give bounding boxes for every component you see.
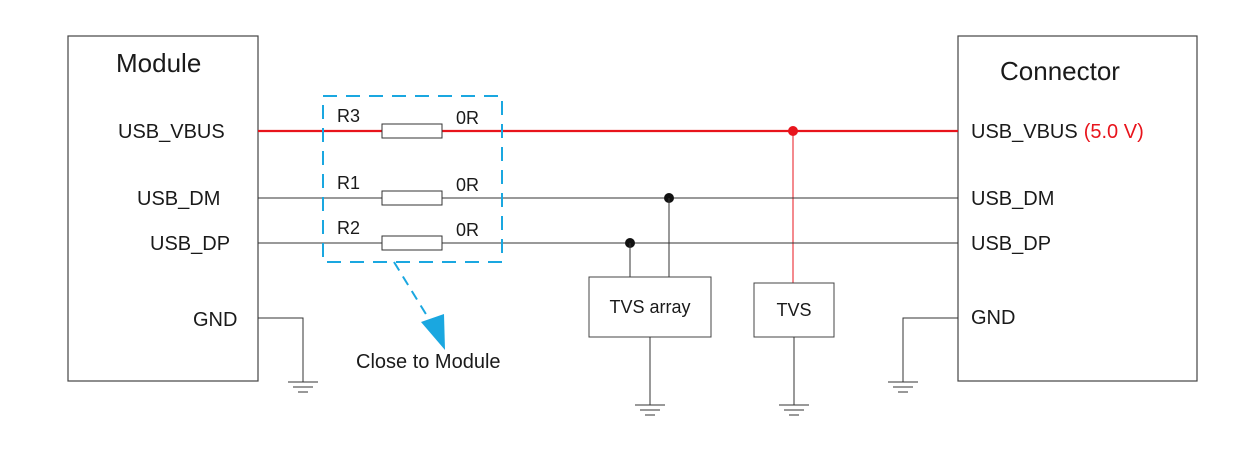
module-pin-dp: USB_DP (150, 233, 230, 255)
callout-arrow-line (393, 261, 433, 325)
vbus-voltage: (5.0 V) (1084, 121, 1144, 143)
dm-net (258, 193, 958, 277)
connector-title: Connector (1000, 56, 1120, 86)
resistor-r2: R2 0R (337, 218, 479, 251)
module-gnd-wire (258, 317, 304, 382)
resistor-r3-name: R3 (337, 106, 360, 126)
module-pin-gnd: GND (193, 309, 237, 331)
resistor-r2-value: 0R (456, 220, 479, 240)
module-pin-dm: USB_DM (137, 188, 220, 210)
connector-pin-vbus: USB_VBUS(5.0 V) (971, 121, 1144, 143)
connector-box (957, 35, 1198, 382)
module-gnd-net (258, 317, 318, 393)
connector-block: Connector USB_VBUS(5.0 V) USB_DM USB_DP … (957, 35, 1198, 382)
tvs-label: TVS (776, 300, 811, 320)
vbus-net (258, 126, 958, 283)
connector-pin-dp: USB_DP (971, 233, 1051, 255)
tvs-array-ground-icon (635, 404, 665, 416)
module-block: Module USB_VBUS USB_DM USB_DP GND (67, 35, 259, 382)
resistor-group-dashed-box (322, 95, 503, 263)
resistor-r2-name: R2 (337, 218, 360, 238)
callout-arrow-head (421, 314, 445, 350)
connector-gnd-wire (902, 317, 958, 382)
resistor-r3-body (381, 123, 443, 139)
tvs-array-box (588, 276, 712, 338)
tvs-ground-icon (779, 404, 809, 416)
resistor-r2-body (381, 235, 443, 251)
module-box (67, 35, 259, 382)
connector-pin-dm: USB_DM (971, 188, 1054, 210)
module-pin-vbus: USB_VBUS (118, 121, 225, 143)
tvs-array: TVS array (588, 276, 712, 416)
resistor-r1-value: 0R (456, 175, 479, 195)
module-ground-icon (288, 381, 318, 393)
tvs-array-label: TVS array (609, 297, 690, 317)
connector-gnd-net (888, 317, 958, 393)
close-to-module-label: Close to Module (356, 351, 501, 373)
resistor-r1-name: R1 (337, 173, 360, 193)
module-title: Module (116, 48, 201, 78)
connector-ground-icon (888, 381, 918, 393)
resistor-r1-body (381, 190, 443, 206)
dp-net (258, 238, 958, 277)
connector-pin-gnd: GND (971, 307, 1015, 329)
tvs: TVS (753, 282, 835, 416)
resistor-r3-value: 0R (456, 108, 479, 128)
resistor-r3: R3 0R (337, 106, 479, 139)
close-to-module-callout: Close to Module (322, 95, 503, 373)
resistor-r1: R1 0R (337, 173, 479, 206)
